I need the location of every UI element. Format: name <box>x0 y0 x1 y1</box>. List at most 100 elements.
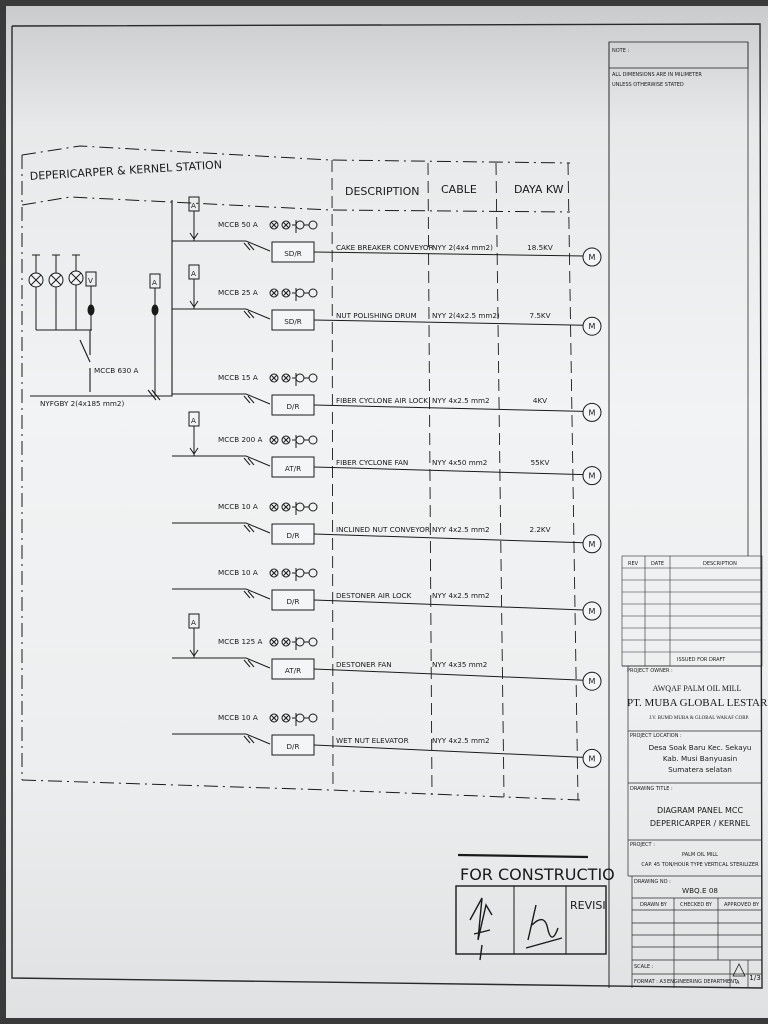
push-button-icon <box>308 637 318 647</box>
project-owner-line-1: AWQAF PALM OIL MILL <box>653 684 742 693</box>
feeder-row <box>172 196 602 267</box>
main-breaker <box>30 200 173 401</box>
project-owner-line-2: PT. MUBA GLOBAL LESTARI <box>627 697 768 709</box>
outgoing-cable-line <box>313 533 585 544</box>
feeder-row <box>172 373 602 422</box>
project-location-line-1: Desa Soak Baru Kec. Sekayu <box>649 743 752 752</box>
starter-label: D/R <box>287 531 300 540</box>
push-button-icon <box>308 502 318 512</box>
mccb-label: MCCB 25 A <box>218 288 258 297</box>
project-label: PROJECT : <box>630 842 655 848</box>
mccb-label: MCCB 10 A <box>218 568 258 577</box>
drawing-title-line-2: DEPERICARPER / KERNEL <box>650 819 751 828</box>
ammeter-label: A <box>191 618 196 627</box>
feeder-cable: NYY 4x2.5 mm2 <box>432 736 490 745</box>
breaker-contact <box>245 240 271 252</box>
starter-label: SD/R <box>284 249 302 258</box>
feeder-row <box>172 713 602 768</box>
indicator-lamp-icon <box>281 288 291 298</box>
project-line-2: CAP. 45 TON/HOUR TYPE VERTICAL STERILIZE… <box>641 862 759 868</box>
column-separators <box>331 159 579 801</box>
push-button-icon <box>308 373 318 383</box>
paper-background <box>6 6 768 1018</box>
indicator-lamp-icon <box>28 270 84 288</box>
motor-icon <box>582 534 602 554</box>
lamp-cross <box>270 436 278 444</box>
push-button-icon <box>308 568 318 578</box>
motor-icon <box>582 247 602 267</box>
motor-icon <box>582 601 602 621</box>
indicator-lamp-icon <box>281 220 291 230</box>
ammeter-label: A <box>191 269 196 278</box>
push-button-icon <box>295 288 305 298</box>
motor-icon <box>582 316 602 336</box>
ammeter-label: A <box>191 201 196 210</box>
description-column-header: DESCRIPTION <box>345 185 419 198</box>
incomer-meters <box>32 254 92 331</box>
title-block-grid <box>622 665 762 988</box>
feeder-row <box>172 502 602 554</box>
indicator-lamp-icon <box>281 637 291 647</box>
feeder-cable: NYY 2(4x4 mm2) <box>432 243 493 252</box>
mccb-label: MCCB 10 A <box>218 502 258 511</box>
push-button-icon <box>295 435 305 445</box>
project-location-line-3: Sumatera selatan <box>668 765 732 774</box>
indicator-lamp-icon <box>269 637 279 647</box>
indicator-lamp-icon <box>281 568 291 578</box>
ct-arrow-icon <box>189 232 199 240</box>
stamp-revision: REVISI <box>570 899 606 912</box>
ct-arrow-icon <box>189 447 199 455</box>
feeder-kw: 2.2KV <box>529 525 550 534</box>
motor-label: M <box>589 253 596 262</box>
motor-label: M <box>589 540 596 549</box>
station-frame <box>21 145 581 801</box>
checked-by-label: CHECKED BY <box>680 902 713 908</box>
breaker-mark <box>247 242 255 251</box>
breaker-contact <box>245 588 271 600</box>
revision-mark: A <box>736 980 740 986</box>
motor-icon <box>582 671 602 691</box>
indicator-lamp-icon <box>281 713 291 723</box>
breaker-mark <box>247 395 255 404</box>
breaker-mark <box>243 310 251 319</box>
breaker-contact <box>245 733 271 745</box>
note-label: NOTE : <box>612 48 629 54</box>
motor-label: M <box>589 408 596 417</box>
push-button-icon <box>295 373 305 383</box>
feeder-cable: NYY 4x35 mm2 <box>432 660 487 669</box>
ct-arrow-icon <box>189 649 199 657</box>
feeder-description: DESTONER AIR LOCK <box>336 591 412 600</box>
indicator-lamp-icon <box>269 435 279 445</box>
drawing-title-line-1: DIAGRAM PANEL MCC <box>657 806 744 815</box>
motor-label: M <box>589 322 596 331</box>
breaker-mark <box>247 659 255 668</box>
ct-arrow-icon <box>189 300 199 308</box>
signature-1-icon <box>469 897 493 961</box>
mccb-label: MCCB 50 A <box>218 220 258 229</box>
starter-label: AT/R <box>285 464 301 473</box>
feeder-cable: NYY 4x2.5 mm2 <box>432 591 490 600</box>
lamp-cross <box>282 503 290 511</box>
breaker-mark <box>243 735 251 744</box>
push-button-icon <box>308 220 318 230</box>
feeder-cable: NYY 4x2.5 mm2 <box>432 396 490 405</box>
stamp-text: FOR CONSTRUCTIO <box>460 865 615 884</box>
breaker-mark <box>243 395 251 404</box>
description-header: DESCRIPTION <box>703 561 737 567</box>
breaker-contact <box>245 522 271 534</box>
main-breaker-label: MCCB 630 A <box>94 366 138 375</box>
breaker-mark <box>247 457 255 466</box>
breaker-mark <box>247 524 255 533</box>
starter-label: D/R <box>287 742 300 751</box>
drawing-title-label: DRAWING TITLE : <box>630 786 673 792</box>
feeder-cable: NYY 4x2.5 mm2 <box>432 525 490 534</box>
feeder-description: DESTONER FAN <box>336 660 392 669</box>
lamp-cross <box>270 569 278 577</box>
drawn-by-label: DRAWN BY <box>640 902 668 908</box>
starter-label: SD/R <box>284 317 302 326</box>
indicator-lamp-icon <box>281 502 291 512</box>
feeder-kw: 4KV <box>533 396 547 405</box>
